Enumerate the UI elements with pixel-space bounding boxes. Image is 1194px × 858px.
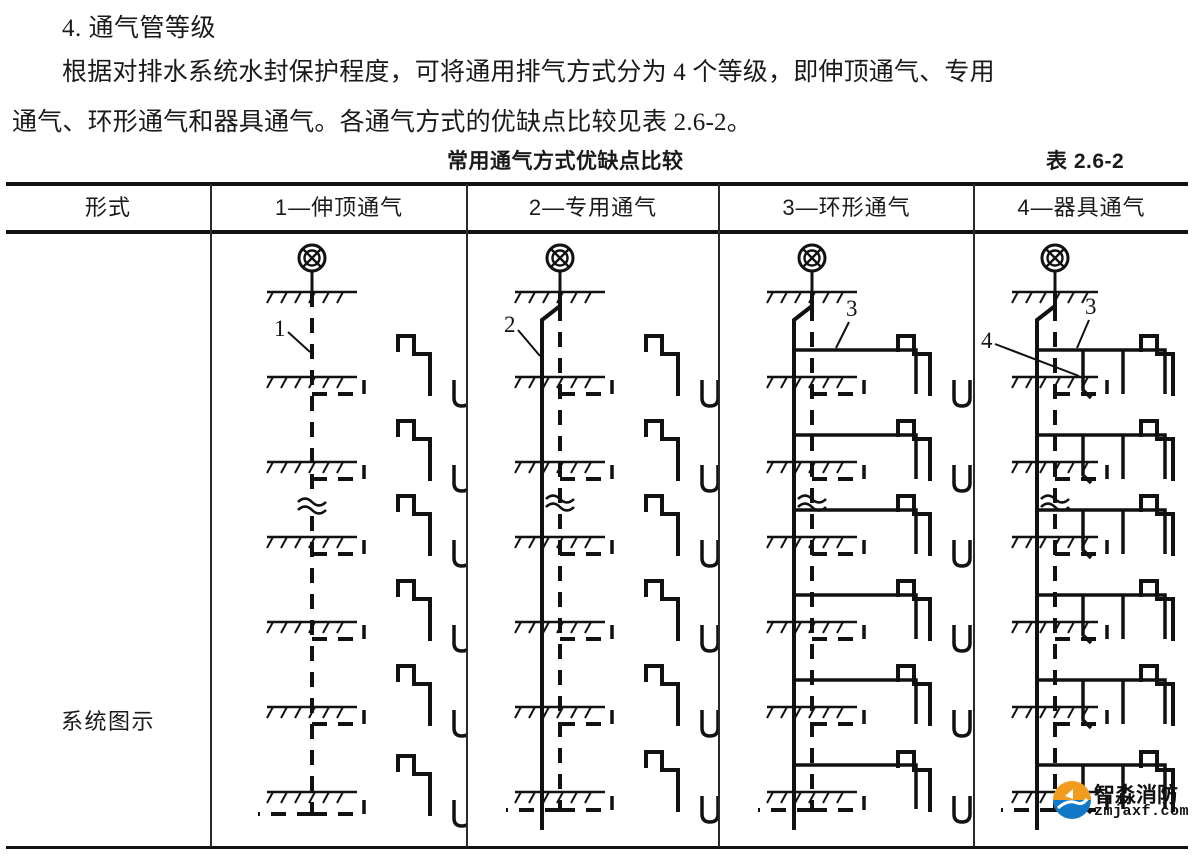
vent-stack-solid: [540, 292, 562, 830]
callout-label-1: 1: [274, 316, 286, 341]
table-header-border: [6, 230, 1188, 234]
table-header-fixture-vent: 4—器具通气: [1017, 195, 1146, 220]
table-caption: 常用通气方式优缺点比较: [447, 150, 684, 173]
pipe-break-symbol: [297, 497, 327, 515]
vent-cap-icon: [297, 243, 327, 292]
watermark-brand: 智淼消防: [1094, 784, 1178, 807]
table-number: 表 2.6-2: [1046, 150, 1125, 173]
callout-leader-4: [994, 343, 1080, 377]
callout-label-2: 2: [504, 312, 516, 337]
table-header-special-vent: 2—专用通气: [528, 195, 658, 220]
pipe-break-symbol: [545, 494, 575, 512]
vent-cap-icon: [797, 243, 827, 292]
vent-cap-icon: [545, 243, 575, 292]
column-divider-3: [718, 184, 720, 847]
table-bottom-border: [6, 846, 1188, 849]
floor-line-1: [1010, 375, 1100, 390]
callout-leader-3: [1076, 319, 1090, 349]
column-divider-1: [210, 184, 212, 847]
paragraph-line-1: 根据对排水系统水封保护程度，可将通用排气方式分为 4 个等级，即伸顶通气、专用: [62, 59, 995, 86]
callout-leader-3: [835, 321, 850, 349]
zmjaxf-logo-icon: [1053, 781, 1091, 819]
row-label-system-diagram: 系统图示: [60, 709, 155, 734]
watermark-url: zmjaxf.com: [1094, 803, 1190, 820]
column-divider-2: [466, 184, 468, 847]
callout-leader-1: [287, 331, 311, 353]
column-divider-4: [973, 184, 975, 847]
site-watermark: 智淼消防 zmjaxf.com: [1053, 779, 1189, 825]
callout-label-3: 3: [1085, 294, 1097, 319]
callout-label-3: 3: [846, 296, 858, 321]
callout-leader-2: [517, 329, 541, 357]
diagram-loop-vent: 3: [720, 234, 973, 844]
table-header-form: 形式: [84, 195, 131, 220]
floor-line-2: [265, 460, 359, 475]
paragraph-line-2: 通气、环形通气和器具通气。各通气方式的优缺点比较见表 2.6-2。: [12, 109, 752, 136]
vent-cap-icon: [1040, 243, 1070, 292]
section-heading: 4. 通气管等级: [62, 15, 217, 42]
diagram-special-vent: 2: [468, 234, 718, 844]
table-top-border: [6, 182, 1188, 186]
diagram-fixture-vent: 3 4: [975, 234, 1188, 844]
comparison-table: 形式 1—伸顶通气 2—专用通气 3—环形通气 4—器具通气 系统图示: [6, 182, 1188, 849]
floor-line-6: [265, 790, 359, 805]
vent-stack-solid: [792, 292, 814, 830]
callout-label-4: 4: [981, 328, 993, 353]
table-header-stack-vent: 1—伸顶通气: [274, 195, 404, 220]
table-header-loop-vent: 3—环形通气: [782, 195, 911, 220]
diagram-stack-vent: 1: [212, 234, 466, 844]
vent-stack-solid: [1035, 292, 1057, 830]
